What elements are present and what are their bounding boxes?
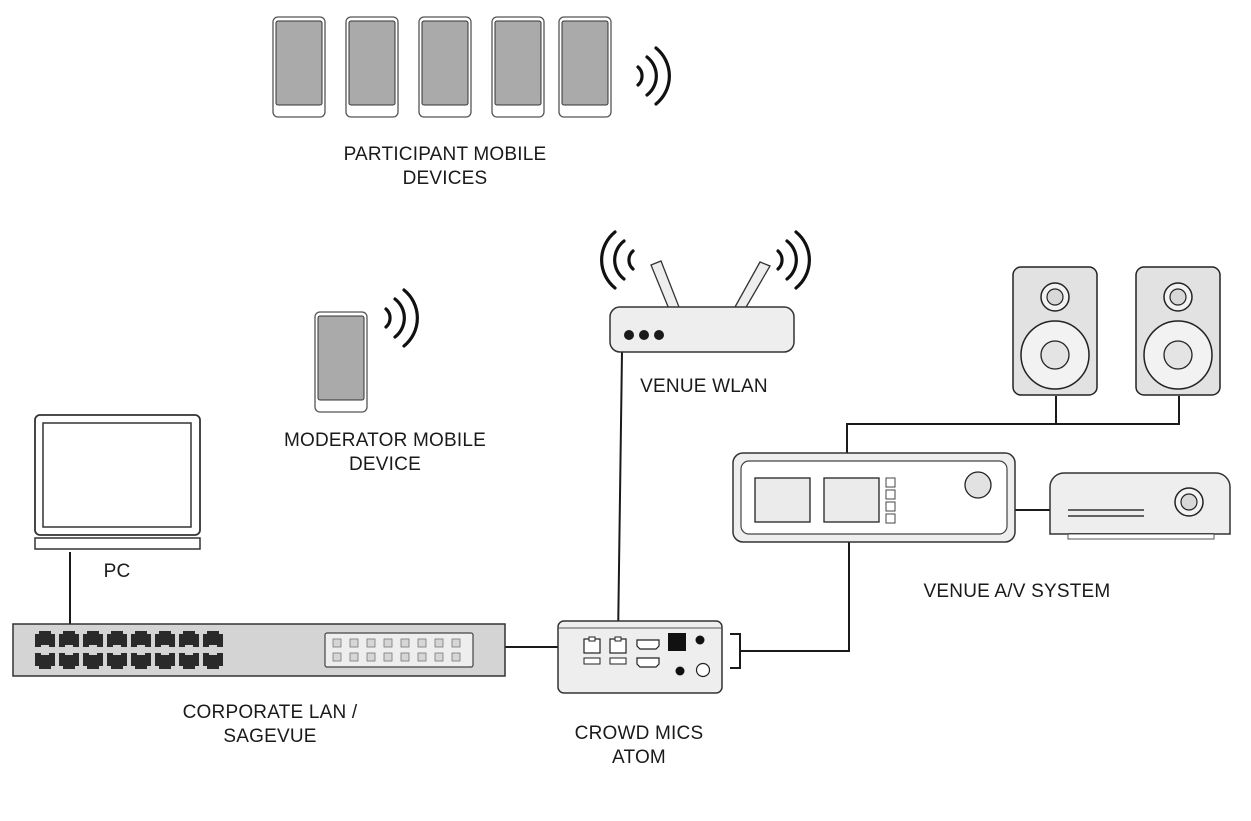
router-to-atom-cable bbox=[617, 351, 623, 641]
wifi-signal-icon bbox=[776, 230, 811, 290]
pc-label-text: PC bbox=[103, 561, 131, 582]
corporate-lan-label-line1: CORPORATE LAN / bbox=[182, 702, 358, 723]
venue-av-system-label: VENUE A/V SYSTEM bbox=[887, 580, 1147, 604]
pc-label: PC bbox=[77, 560, 157, 584]
smartphone-icon bbox=[314, 311, 368, 413]
speaker-pair bbox=[1012, 266, 1221, 396]
network-switch-icon bbox=[12, 623, 506, 677]
wifi-signal-icon bbox=[636, 46, 671, 106]
atom-to-av-cable bbox=[740, 542, 850, 652]
smartphone-icon bbox=[418, 16, 472, 118]
moderator-device-label-line1: MODERATOR MOBILE bbox=[283, 430, 487, 451]
atom-to-av-cable bbox=[730, 633, 741, 669]
venue-av-system-label-text: VENUE A/V SYSTEM bbox=[923, 581, 1111, 602]
speaker-icon bbox=[1012, 266, 1098, 396]
participant-devices-label-line2: DEVICES bbox=[402, 168, 488, 189]
smartphone-icon bbox=[491, 16, 545, 118]
corporate-lan-label-line2: SAGEVUE bbox=[223, 726, 317, 747]
speaker-icon bbox=[1135, 266, 1221, 396]
wifi-signal-icon bbox=[384, 288, 419, 348]
crowd-mics-atom-label: CROWD MICS ATOM bbox=[539, 722, 739, 770]
venue-wlan-label: VENUE WLAN bbox=[604, 375, 804, 399]
participant-devices-label-line1: PARTICIPANT MOBILE bbox=[343, 144, 547, 165]
projector-icon bbox=[1049, 472, 1231, 540]
participant-devices-label: PARTICIPANT MOBILE DEVICES bbox=[305, 143, 585, 191]
participant-mobile-devices bbox=[272, 16, 671, 118]
wifi-router-icon bbox=[600, 230, 811, 353]
smartphone-icon bbox=[272, 16, 326, 118]
av-receiver-icon bbox=[732, 452, 1016, 543]
venue-wlan-label-text: VENUE WLAN bbox=[640, 376, 768, 397]
moderator-device-label-line2: DEVICE bbox=[349, 454, 421, 475]
smartphone-icon bbox=[558, 16, 612, 118]
smartphone-icon bbox=[345, 16, 399, 118]
laptop-icon bbox=[34, 414, 201, 550]
moderator-device-label: MODERATOR MOBILE DEVICE bbox=[245, 429, 525, 477]
av-to-speakers-cable bbox=[846, 396, 1180, 453]
atom-device-icon bbox=[557, 620, 723, 694]
crowd-mics-atom-label-line2: ATOM bbox=[612, 747, 666, 768]
wifi-signal-icon bbox=[600, 230, 635, 290]
moderator-mobile-device bbox=[314, 288, 419, 413]
connection-lines bbox=[69, 351, 1180, 669]
corporate-lan-label: CORPORATE LAN / SAGEVUE bbox=[140, 701, 400, 749]
crowd-mics-atom-label-line1: CROWD MICS bbox=[574, 723, 704, 744]
